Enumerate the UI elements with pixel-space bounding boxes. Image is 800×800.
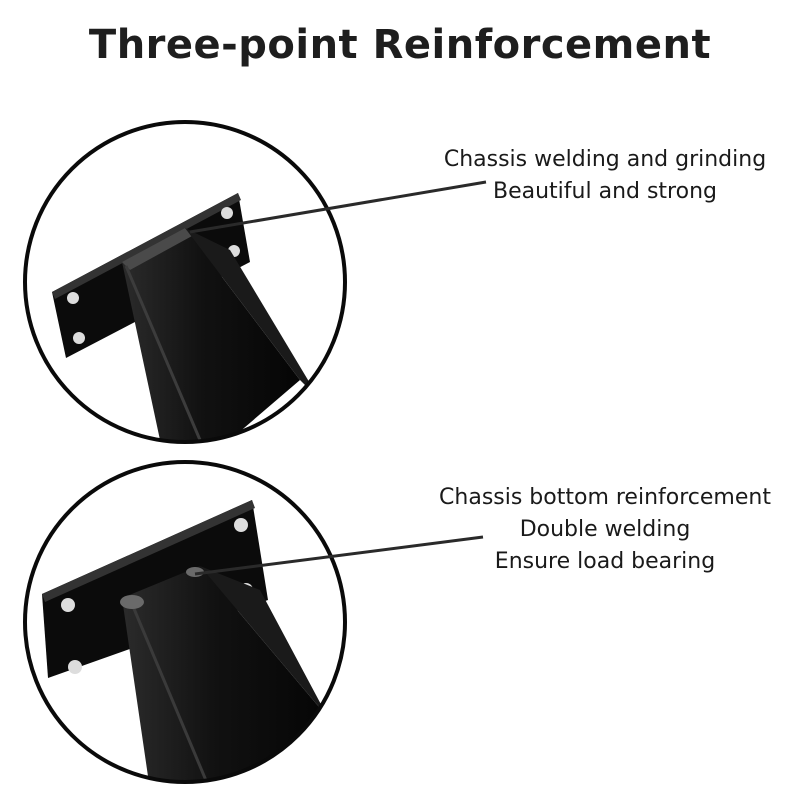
screw-hole — [221, 207, 233, 219]
screw-hole — [61, 598, 75, 612]
page-title: Three-point Reinforcement — [88, 22, 712, 68]
callout-line: Chassis bottom reinforcement — [439, 485, 771, 510]
screw-hole — [73, 332, 85, 344]
detail-circle-border — [23, 460, 347, 784]
screw-hole — [234, 518, 248, 532]
callout-line: Ensure load bearing — [494, 549, 716, 574]
bottom-detail-view — [23, 460, 347, 784]
top-detail-view — [23, 120, 347, 444]
detail-circle-border — [23, 120, 347, 444]
leader-line — [194, 535, 484, 576]
screw-hole — [67, 292, 79, 304]
square-tube-leg — [122, 228, 300, 440]
callout-welding-grinding: Chassis welding and grinding Beautiful a… — [420, 144, 790, 208]
leader-line — [189, 180, 487, 234]
square-tube-leg — [122, 566, 330, 782]
callout-line: Beautiful and strong — [493, 179, 717, 204]
callout-bottom-reinforcement: Chassis bottom reinforcement Double weld… — [414, 482, 796, 578]
weld-bead — [120, 595, 144, 609]
callout-line: Double welding — [519, 517, 691, 542]
callout-line: Chassis welding and grinding — [443, 147, 767, 172]
screw-hole — [68, 660, 82, 674]
